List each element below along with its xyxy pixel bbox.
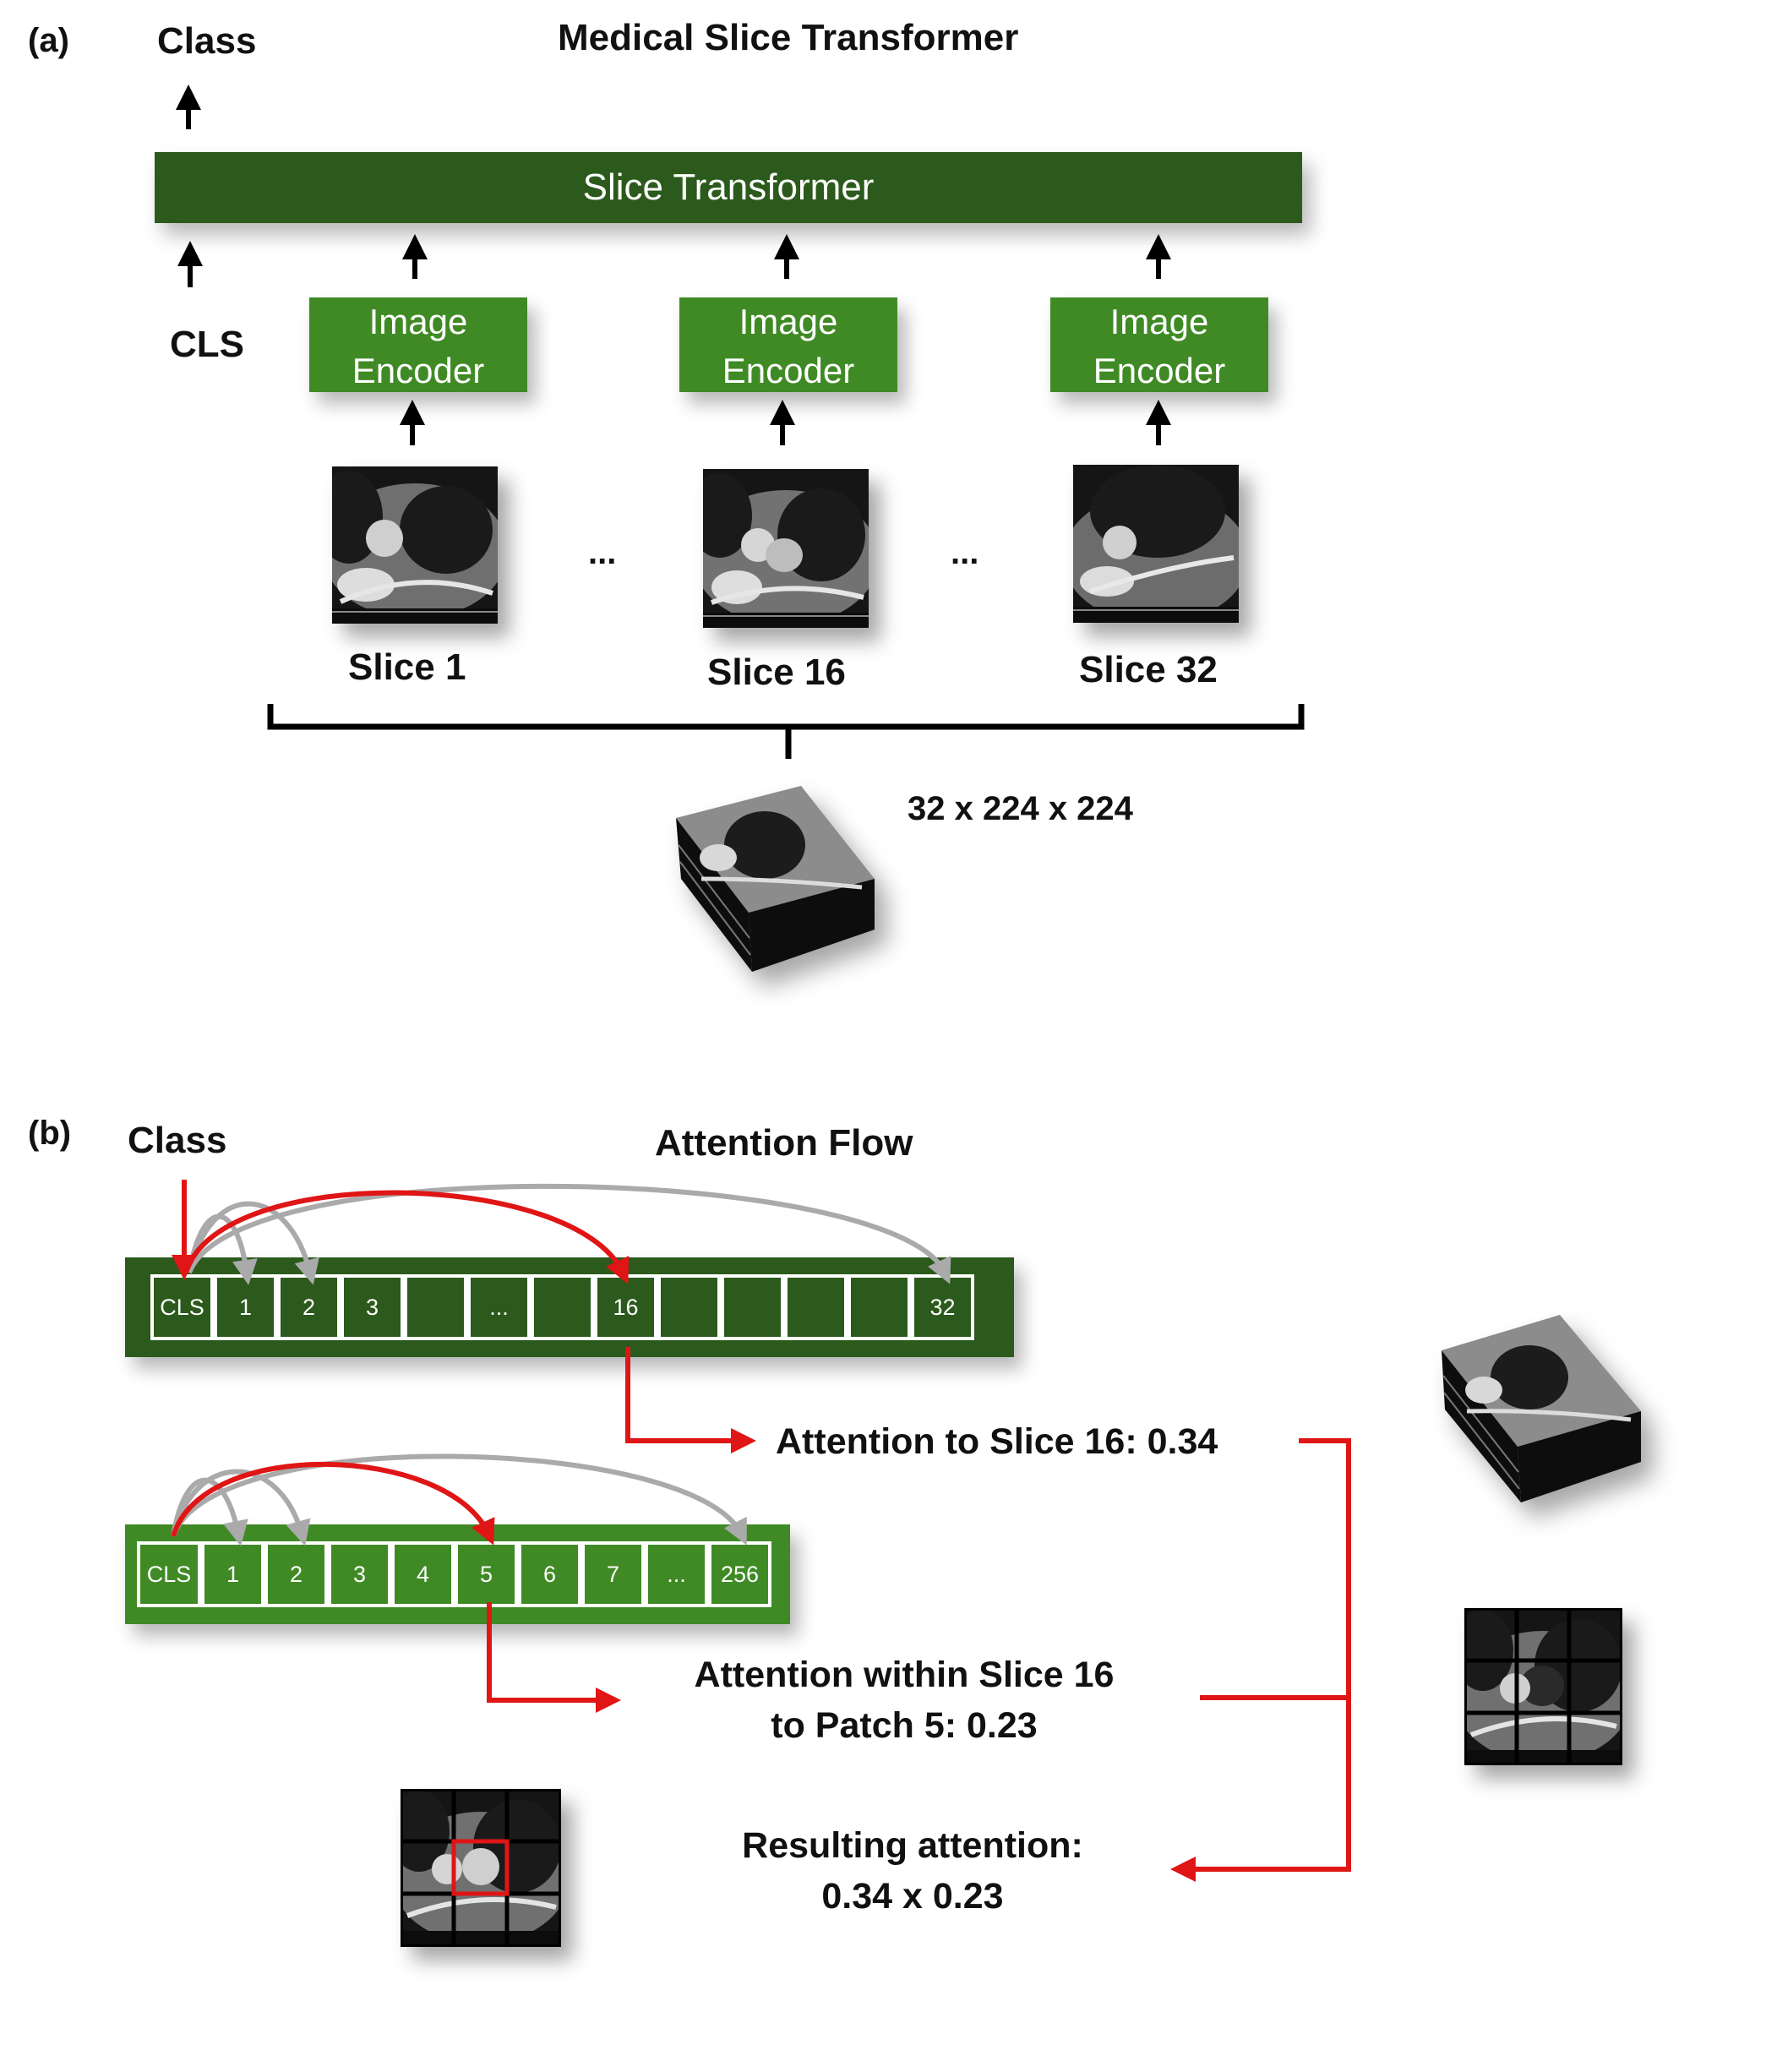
ct-slice-1-image <box>332 466 498 624</box>
slice-token-empty <box>404 1274 467 1340</box>
attn-arc-slice-32 <box>187 1183 951 1284</box>
result-attention-note: Resulting attention: 0.34 x 0.23 <box>676 1820 1149 1922</box>
patch-token-cls: CLS <box>137 1541 201 1607</box>
slice-16-label: Slice 16 <box>707 652 846 693</box>
image-encoder-16: Image Encoder <box>679 297 897 392</box>
patch5-to-note <box>487 1602 621 1713</box>
ellipsis-2: ... <box>951 534 979 571</box>
patch-token-7: 7 <box>581 1541 645 1607</box>
patch-token-4: 4 <box>391 1541 455 1607</box>
slice-transformer-block: Slice Transformer <box>155 152 1302 223</box>
attn-arc-patch-5-red <box>171 1461 495 1546</box>
cls-token-label: CLS <box>170 324 244 365</box>
combine-bracket <box>1170 1438 1351 1882</box>
slice-token-sequence: CLS 1 2 3 ... 16 32 <box>125 1257 1014 1357</box>
slice-attention-note: Attention to Slice 16: 0.34 <box>776 1421 1218 1462</box>
class-output-label-b: Class <box>128 1120 227 1161</box>
slice-token-empty <box>784 1274 848 1340</box>
image-encoder-32: Image Encoder <box>1050 297 1268 392</box>
slice-token-empty <box>848 1274 911 1340</box>
diagram-title: Medical Slice Transformer <box>558 17 1019 58</box>
patch-attention-line-2: to Patch 5: 0.23 <box>771 1705 1038 1746</box>
image-encoder-1: Image Encoder <box>309 297 527 392</box>
patch-token-3: 3 <box>328 1541 391 1607</box>
brace <box>267 704 1305 759</box>
slice-token-empty <box>531 1274 594 1340</box>
slice-token-3: 3 <box>341 1274 404 1340</box>
result-attention-line-2: 0.34 x 0.23 <box>821 1876 1004 1917</box>
attn-arc-slice-2 <box>187 1201 319 1285</box>
attention-flow-title: Attention Flow <box>655 1122 913 1164</box>
ct-slice-16-image <box>703 469 869 628</box>
patch-token-6: 6 <box>518 1541 581 1607</box>
patch-attention-note: Attention within Slice 16 to Patch 5: 0.… <box>625 1649 1183 1751</box>
patch-token-ellipsis: ... <box>645 1541 708 1607</box>
ct-volume-cube-b <box>1442 1315 1641 1502</box>
slice16-to-note <box>625 1347 756 1453</box>
ellipsis-1: ... <box>588 534 617 571</box>
slice-1-label: Slice 1 <box>348 646 466 688</box>
image-encoder-label: Image Encoder <box>352 302 485 390</box>
highlighted-patch-ct-image <box>401 1789 561 1947</box>
patch-attention-line-1: Attention within Slice 16 <box>694 1655 1115 1695</box>
volume-dimensions-label: 32 x 224 x 224 <box>908 790 1133 827</box>
patch-grid-ct-image <box>1464 1608 1622 1765</box>
slice-token-empty <box>721 1274 784 1340</box>
ct-slice-32-image <box>1073 465 1239 623</box>
image-encoder-label: Image Encoder <box>1093 302 1226 390</box>
panel-b-label: (b) <box>28 1115 72 1152</box>
result-attention-line-1: Resulting attention: <box>742 1825 1083 1866</box>
slice-token-32: 32 <box>911 1274 974 1340</box>
slice-32-label: Slice 32 <box>1079 649 1218 690</box>
attn-arc-slice-16-red <box>183 1190 630 1284</box>
highlighted-patch-box <box>451 1839 510 1896</box>
attn-arc-patch-2 <box>171 1469 311 1546</box>
panel-a-label: (a) <box>28 22 69 59</box>
slice-token-empty <box>657 1274 721 1340</box>
slice-token-ellipsis: ... <box>467 1274 531 1340</box>
class-output-label: Class <box>157 20 257 62</box>
image-encoder-label: Image Encoder <box>722 302 855 390</box>
attn-arc-patch-256 <box>171 1453 747 1546</box>
ct-volume-cube-a <box>676 786 875 972</box>
